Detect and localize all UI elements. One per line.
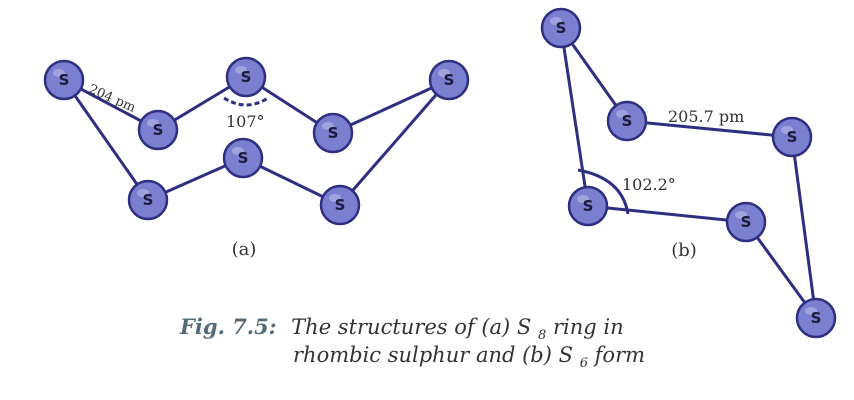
s8-bond-4 — [331, 78, 451, 135]
s8-sulfur-atom-4: S — [312, 112, 354, 154]
atom-highlight — [53, 69, 65, 77]
s6-sulfur-atom-1: S — [540, 7, 582, 49]
s8-sulfur-atom-5: S — [428, 59, 470, 101]
s6-sulfur-atom-3: S — [771, 116, 813, 158]
s6-bond-3 — [790, 135, 818, 320]
bond-length-label-b: 205.7 pm — [668, 107, 744, 126]
atom-symbol: S — [328, 124, 339, 142]
s6-atoms: S S S S S S — [540, 7, 837, 339]
atom-symbol: S — [583, 197, 594, 215]
caption-line-1-end: ring in — [553, 315, 624, 339]
atom-highlight — [805, 307, 817, 315]
atom-symbol: S — [811, 309, 822, 327]
atom-symbol: S — [241, 68, 252, 86]
atom-symbol: S — [622, 112, 633, 130]
caption-subscript-8: 8 — [538, 328, 546, 343]
atom-symbol: S — [59, 71, 70, 89]
atom-highlight — [235, 66, 247, 74]
atom-symbol: S — [143, 191, 154, 209]
caption-line-2: rhombic sulphur and (b) S 6 form — [293, 343, 645, 372]
diagram-a-sublabel: (a) — [232, 239, 257, 260]
caption-line-2-text: rhombic sulphur and (b) S — [293, 343, 573, 367]
bond-angle-label-a: 107° — [226, 112, 265, 131]
s8-sulfur-atom-2: S — [137, 109, 179, 151]
caption-subscript-6: 6 — [580, 356, 588, 371]
s6-bond-5 — [586, 204, 748, 224]
s8-bond-5 — [338, 78, 451, 207]
s6-bond-2 — [625, 119, 794, 139]
atom-symbol: S — [787, 128, 798, 146]
caption-line-1: Fig. 7.5: The structures of (a) S 8 ring… — [179, 314, 624, 344]
s8-sulfur-atom-6: S — [319, 184, 361, 226]
atom-highlight — [137, 189, 149, 197]
atom-symbol: S — [335, 196, 346, 214]
atom-highlight — [232, 147, 244, 155]
s8-bond-8 — [62, 78, 150, 202]
atom-symbol: S — [556, 19, 567, 37]
s8-ring-diagram: S S S S S S S S 204 pm 107° (a) — [43, 56, 470, 260]
atom-highlight — [322, 122, 334, 130]
atom-symbol: S — [741, 213, 752, 231]
atom-symbol: S — [238, 149, 249, 167]
bond-angle-arc-102 — [577, 168, 630, 215]
diagram-b-sublabel: (b) — [671, 240, 697, 261]
atom-highlight — [577, 195, 589, 203]
caption-figure-number: Fig. 7.5: — [179, 314, 276, 339]
bond-length-label-a: 204 pm — [86, 82, 137, 116]
s6-ring-diagram: S S S S S S 205.7 pm 102.2° (b) — [540, 7, 837, 339]
s6-sulfur-atom-4: S — [725, 201, 767, 243]
s8-sulfur-atom-1: S — [43, 59, 85, 101]
s6-bond-6 — [559, 26, 590, 208]
s8-sulfur-atom-3: S — [225, 56, 267, 98]
atom-highlight — [329, 194, 341, 202]
bond-angle-arc-107 — [223, 96, 269, 107]
s8-sulfur-atom-7: S — [222, 137, 264, 179]
atom-highlight — [735, 211, 747, 219]
s8-sulfur-atom-8: S — [127, 179, 169, 221]
s6-sulfur-atom-2: S — [606, 100, 648, 142]
s8-atoms: S S S S S S S S — [43, 56, 470, 226]
atom-highlight — [438, 69, 450, 77]
atom-highlight — [147, 119, 159, 127]
caption-line-1-text: The structures of (a) S — [291, 315, 531, 339]
atom-highlight — [781, 126, 793, 134]
s6-sulfur-atom-5: S — [795, 297, 837, 339]
atom-highlight — [550, 17, 562, 25]
atom-symbol: S — [444, 71, 455, 89]
s6-bonds — [559, 26, 818, 320]
atom-highlight — [616, 110, 628, 118]
figure-caption: Fig. 7.5: The structures of (a) S 8 ring… — [179, 314, 645, 372]
atom-symbol: S — [153, 121, 164, 139]
s6-sulfur-atom-6: S — [567, 185, 609, 227]
caption-line-2-end: form — [593, 343, 645, 367]
bond-angle-label-b: 102.2° — [622, 175, 676, 194]
